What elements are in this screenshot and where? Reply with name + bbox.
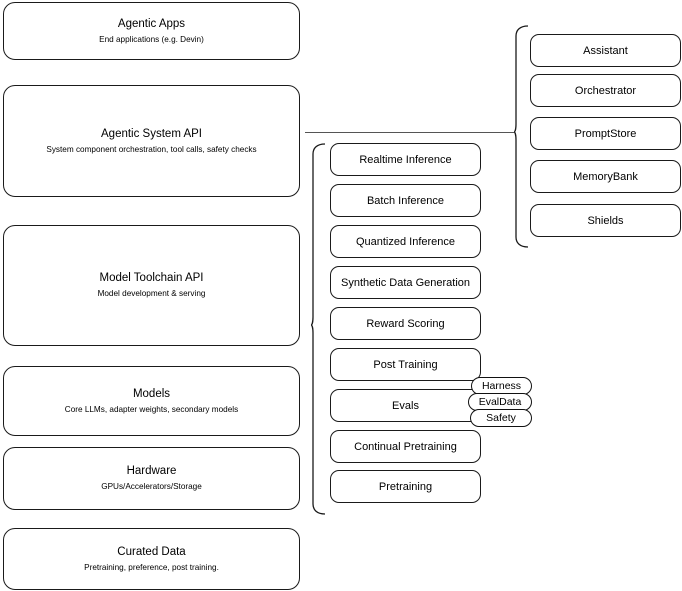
agentic-item-shields[interactable]: Shields [530,204,681,237]
toolchain-item-continual-pretraining[interactable]: Continual Pretraining [330,430,481,463]
toolchain-item-evals[interactable]: Evals [330,389,481,422]
agentic-item-promptstore[interactable]: PromptStore [530,117,681,150]
eval-badge-safety[interactable]: Safety [470,409,532,427]
toolchain-item-reward-scoring-label: Reward Scoring [366,317,445,330]
brace-agentic-brace [513,25,529,248]
stack-layer-agentic-system-api[interactable]: Agentic System API System component orche… [3,85,300,197]
stack-layer-title: Model Toolchain API [99,272,204,284]
toolchain-item-batch-inference[interactable]: Batch Inference [330,184,481,217]
toolchain-item-synthetic-data-generation[interactable]: Synthetic Data Generation [330,266,481,299]
toolchain-item-reward-scoring[interactable]: Reward Scoring [330,307,481,340]
stack-layer-subtitle: Model development & serving [97,289,206,298]
stack-layer-subtitle: Pretraining, preference, post training. [84,562,219,572]
stack-layer-title: Agentic Apps [117,17,186,30]
toolchain-item-pretraining-label: Pretraining [378,480,433,493]
stack-layer-subtitle: End applications (e.g. Devin) [99,34,204,44]
eval-badge-evaldata-label: EvalData [478,396,522,408]
toolchain-item-evals-label: Evals [392,399,419,412]
stack-layer-title: Curated Data [117,545,186,558]
toolchain-item-post-training-label: Post Training [373,358,438,371]
brace-toolchain-brace [310,143,326,515]
stack-layer-subtitle: Core LLMs, adapter weights, secondary mo… [64,404,239,414]
stack-layer-title: Agentic System API [101,127,202,140]
stack-layer-title: Models [132,387,171,400]
stack-layer-model-toolchain-api[interactable]: Model Toolchain API Model development & s… [3,225,300,346]
toolchain-item-batch-inference-label: Batch Inference [366,194,445,207]
toolchain-item-quantized-inference-label: Quantized Inference [355,235,456,248]
stack-layer-title: Hardware [126,465,177,477]
agentic-item-promptstore-label: PromptStore [574,127,637,140]
agentic-item-memorybank[interactable]: MemoryBank [530,160,681,193]
eval-badge-safety-label: Safety [486,412,516,424]
agentic-item-memorybank-label: MemoryBank [573,170,638,183]
agentic-item-shields-label: Shields [587,214,624,227]
toolchain-item-synthetic-data-generation-label: Synthetic Data Generation [340,276,471,289]
agentic-item-assistant-label: Assistant [583,44,628,57]
agentic-item-assistant[interactable]: Assistant [530,34,681,67]
agentic-item-orchestrator-label: Orchestrator [574,84,637,97]
stack-layer-subtitle: GPUs/Accelerators/Storage [101,482,202,491]
toolchain-item-post-training[interactable]: Post Training [330,348,481,381]
toolchain-item-realtime-inference-label: Realtime Inference [359,153,452,166]
agentic-item-orchestrator[interactable]: Orchestrator [530,74,681,107]
stack-layer-subtitle: System component orchestration, tool cal… [46,144,257,154]
eval-badge-harness-label: Harness [481,380,522,392]
toolchain-item-pretraining[interactable]: Pretraining [330,470,481,503]
connector-agentic-api-to-right-brace [305,132,514,133]
toolchain-item-quantized-inference[interactable]: Quantized Inference [330,225,481,258]
toolchain-item-continual-pretraining-label: Continual Pretraining [354,440,457,453]
toolchain-item-realtime-inference[interactable]: Realtime Inference [330,143,481,176]
